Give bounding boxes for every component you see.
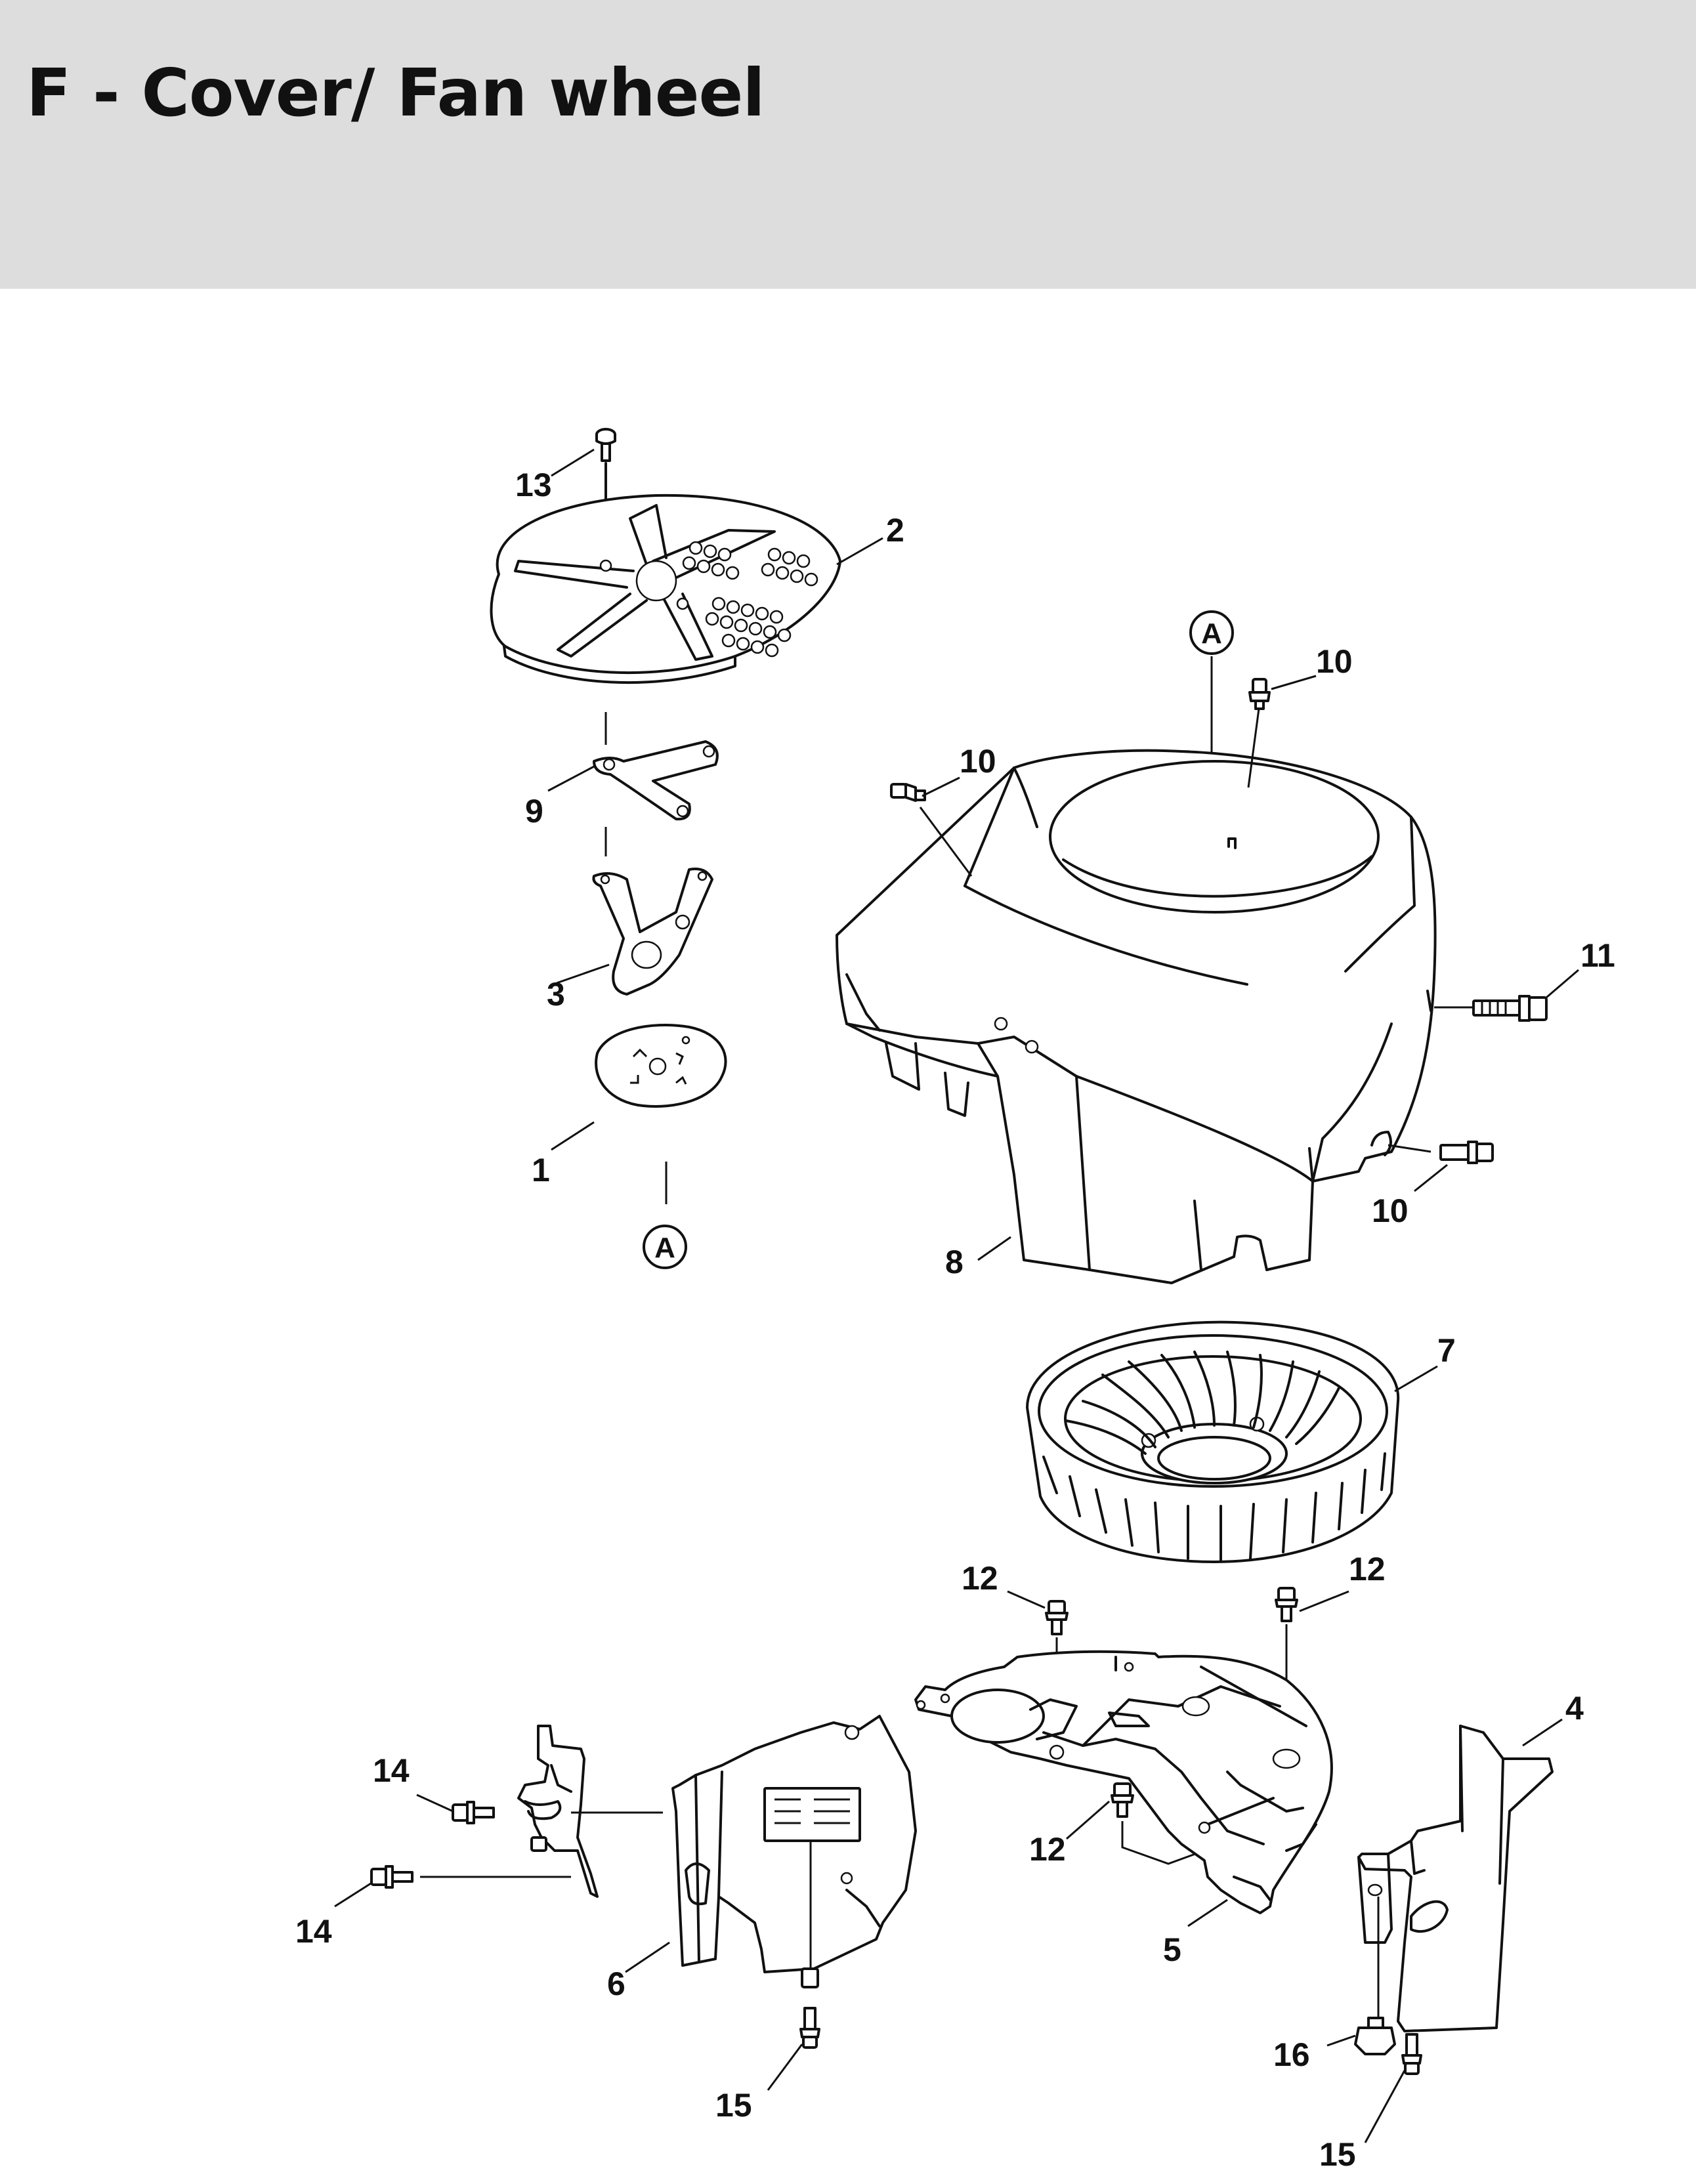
part-10-bolt-right <box>1439 1141 1494 1164</box>
callout-1: 1 <box>532 1152 550 1188</box>
callout-13: 13 <box>515 467 552 503</box>
part-14-bolt-lower <box>370 1865 413 1889</box>
callout-15-left: 15 <box>715 2087 752 2124</box>
leader-lines <box>334 448 1579 2143</box>
svg-text:A: A <box>654 1232 675 1264</box>
callout-6: 6 <box>607 1965 625 2002</box>
part-11-stud-bolt <box>1472 995 1548 1022</box>
part-7-fan-wheel <box>1026 1320 1400 1563</box>
part-3-bracket <box>592 868 713 996</box>
page-title: F - Cover/ Fan wheel <box>26 54 765 131</box>
part-1-plate <box>595 1024 727 1204</box>
callout-9: 9 <box>525 793 543 830</box>
fan-blades <box>1065 1351 1340 1455</box>
reference-marker-a-lower: A <box>643 1225 687 1269</box>
callout-15-right: 15 <box>1319 2136 1356 2173</box>
part-13-screw <box>595 428 616 539</box>
part-4-side-baffle <box>1357 1725 1554 2032</box>
callout-4: 4 <box>1565 1690 1584 1727</box>
part-14-bracket <box>420 1725 663 1898</box>
part-12-bolt-lower <box>1111 1782 1206 1865</box>
grille-mesh <box>682 541 818 658</box>
callout-16: 16 <box>1273 2036 1310 2073</box>
callout-7: 7 <box>1437 1332 1456 1369</box>
part-15-screw-right <box>1401 2033 1422 2075</box>
callout-2: 2 <box>886 512 904 549</box>
part-9-mounting-plate <box>593 740 719 856</box>
callout-12-right: 12 <box>1349 1551 1386 1587</box>
header-band: F - Cover/ Fan wheel <box>0 0 1696 289</box>
fan-outer-fins <box>1042 1452 1386 1562</box>
part-14-bolt-upper <box>452 1801 495 1824</box>
part-10-bolt-top <box>1248 678 1271 710</box>
callouts: 13 2 9 3 1 10 10 10 11 8 7 12 12 12 4 14… <box>295 467 1615 2173</box>
callout-10-right: 10 <box>1372 1192 1409 1229</box>
part-5-base-plate <box>914 1650 1333 1914</box>
part-8-blower-housing <box>836 708 1473 1284</box>
callout-3: 3 <box>547 976 565 1013</box>
callout-8: 8 <box>945 1244 964 1280</box>
callout-14-upper: 14 <box>373 1752 410 1789</box>
callout-14-lower: 14 <box>295 1913 332 1950</box>
svg-text:A: A <box>1201 618 1222 650</box>
part-15-screw-left <box>799 2007 820 2049</box>
part-6-side-baffle <box>671 1715 917 1988</box>
callout-10-left: 10 <box>960 743 996 780</box>
callout-10-top: 10 <box>1316 643 1353 680</box>
part-2-grille <box>490 494 841 745</box>
part-16-nut <box>1354 2017 1396 2055</box>
callout-12-left: 12 <box>962 1560 998 1597</box>
callout-5: 5 <box>1163 1931 1181 1968</box>
callout-12-lower: 12 <box>1029 1831 1066 1868</box>
part-10-bolt-left <box>890 783 926 802</box>
callout-11: 11 <box>1580 937 1615 974</box>
